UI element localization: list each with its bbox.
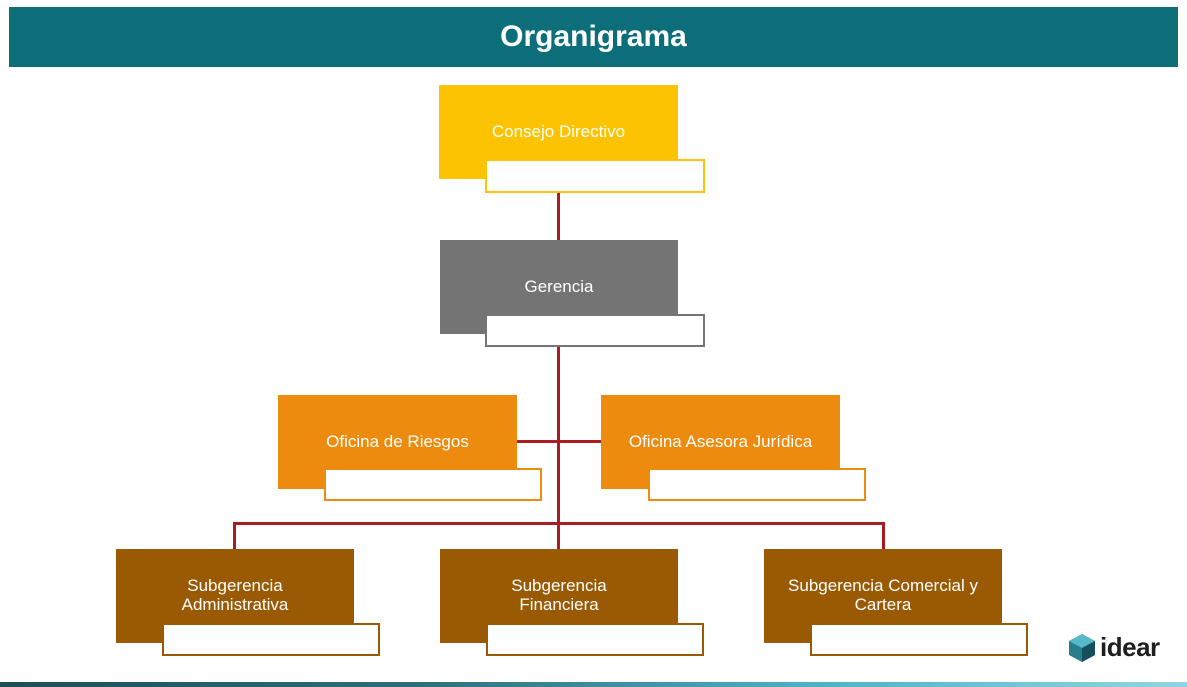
connector-sub-com bbox=[882, 522, 885, 549]
node-riesgos-subtitle-box bbox=[324, 468, 542, 501]
node-sub-fin-label: Subgerencia Financiera bbox=[511, 576, 607, 614]
logo-text: idear bbox=[1100, 632, 1160, 662]
node-sub-admin-label: Subgerencia Administrativa bbox=[181, 576, 289, 614]
node-consejo-subtitle-box bbox=[485, 159, 705, 193]
title-banner: Organigrama bbox=[9, 7, 1178, 67]
node-consejo-label: Consejo Directivo bbox=[491, 121, 626, 141]
page-title: Organigrama bbox=[500, 20, 687, 53]
connector-sub-admin bbox=[233, 522, 236, 549]
node-gerencia-label: Gerencia bbox=[524, 276, 594, 296]
connector-consejo-gerencia bbox=[557, 192, 560, 240]
hexagon-cube-icon bbox=[1069, 633, 1095, 662]
node-sub-fin-subtitle-box bbox=[486, 623, 704, 656]
connector-gerencia-trunk bbox=[557, 347, 560, 524]
connector-sub-fin bbox=[557, 522, 560, 549]
connector-oficinas bbox=[517, 440, 601, 443]
bottom-accent-bar bbox=[0, 682, 1187, 687]
node-sub-com-subtitle-box bbox=[810, 623, 1028, 656]
idear-logo: idear bbox=[1068, 632, 1160, 663]
node-asesora-label: Oficina Asesora Jurídica bbox=[628, 431, 813, 451]
node-gerencia-subtitle-box bbox=[485, 314, 705, 347]
node-riesgos-label: Oficina de Riesgos bbox=[326, 431, 469, 451]
node-sub-com-label: Subgerencia Comercial y Cartera bbox=[788, 576, 978, 614]
node-sub-admin-subtitle-box bbox=[162, 623, 380, 656]
node-asesora-subtitle-box bbox=[648, 468, 866, 501]
